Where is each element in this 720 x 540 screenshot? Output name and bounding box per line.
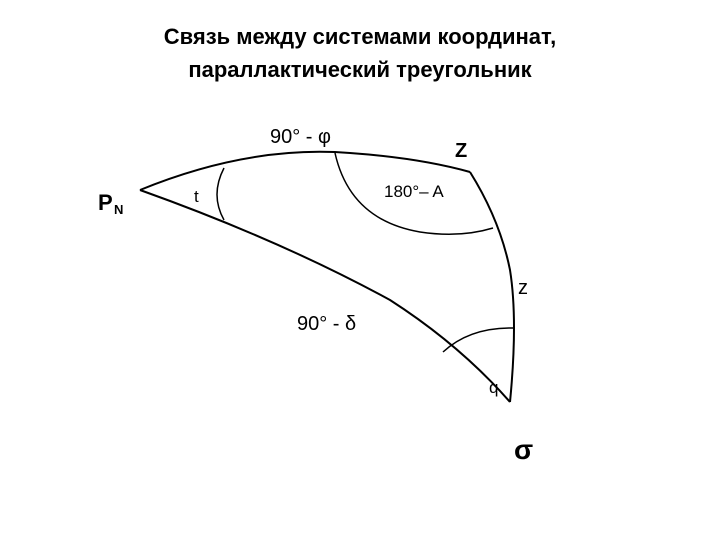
angle-arc-zenith	[334, 152, 494, 235]
side-label-90-phi: 90° - φ	[270, 126, 331, 148]
side-pole-star	[139, 189, 511, 403]
zenith-top-label: Z	[455, 140, 467, 162]
zenith-right-label: z	[518, 277, 528, 299]
side-label-90-delta: 90° - δ	[297, 313, 356, 335]
title-line-1: Связь между системами координат,	[163, 24, 557, 49]
angle-arc-pole	[216, 167, 225, 221]
side-pole-zenith	[139, 150, 471, 191]
pole-label: P	[98, 190, 113, 215]
angle-label-t: t	[194, 187, 199, 206]
star-label: σ	[514, 434, 533, 465]
pole-subscript: N	[114, 202, 123, 217]
angle-arc-star	[442, 327, 515, 353]
title-line-2: параллактический треугольник	[188, 57, 532, 82]
side-zenith-star	[469, 171, 515, 403]
angle-label-q: q	[489, 378, 498, 397]
angle-label-180-a: 180°– A	[384, 182, 444, 201]
